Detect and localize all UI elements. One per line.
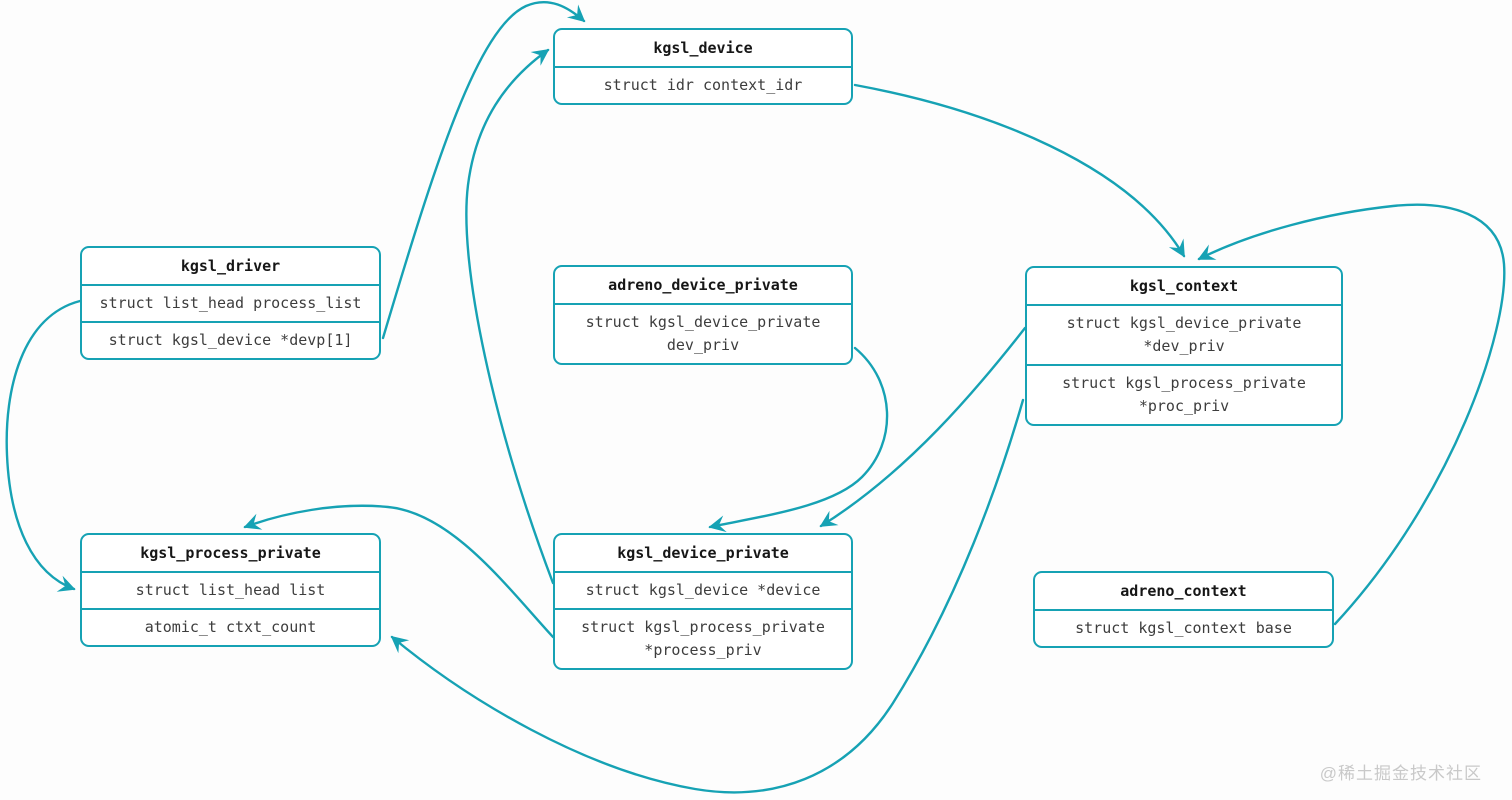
edge-kgsl-device-context-idr-to-kgsl-context [853,83,1186,258]
node-kgsl-driver-title: kgsl_driver [82,248,379,286]
node-kgsl-context-title: kgsl_context [1027,268,1341,306]
node-kgsl-device-private: kgsl_device_private struct kgsl_device *… [553,533,853,670]
edge-adreno-device-private-dev-priv-to-kgsl-device-private [708,346,889,533]
node-adreno-device-private-title: adreno_device_private [555,267,851,305]
node-kgsl-driver-field-devp: struct kgsl_device *devp[1] [108,331,353,349]
node-kgsl-device: kgsl_device struct idr context_idr [553,28,853,105]
edge-kgsl-device-private-device-to-kgsl-device [465,48,555,585]
node-kgsl-device-private-title: kgsl_device_private [555,535,851,573]
node-kgsl-context: kgsl_context struct kgsl_device_private … [1025,266,1343,426]
node-kgsl-device-private-field-process-priv: struct kgsl_process_private *process_pri… [581,618,825,659]
node-kgsl-context-field-proc-priv: struct kgsl_process_private *proc_priv [1062,374,1306,415]
node-adreno-context-title: adreno_context [1035,573,1332,611]
node-kgsl-device-field-context-idr: struct idr context_idr [603,76,803,94]
node-adreno-device-private: adreno_device_private struct kgsl_device… [553,265,853,365]
watermark: @稀土掘金技术社区 [1319,764,1482,783]
edge-kgsl-driver-process-list-to-kgsl-process-private [5,299,82,592]
node-kgsl-context-field-dev-priv: struct kgsl_device_private *dev_priv [1027,306,1341,366]
node-kgsl-driver: kgsl_driver struct list_head process_lis… [80,246,381,360]
node-kgsl-device-title: kgsl_device [555,30,851,68]
node-kgsl-process-private-field-ctxt-count: atomic_t ctxt_count [144,618,317,636]
node-kgsl-process-private: kgsl_process_private struct list_head li… [80,533,381,647]
node-kgsl-process-private-field-list: struct list_head list [82,573,379,610]
node-adreno-device-private-field-dev-priv: struct kgsl_device_private dev_priv [585,313,821,354]
node-adreno-context: adreno_context struct kgsl_context base [1033,571,1334,648]
node-kgsl-process-private-title: kgsl_process_private [82,535,379,573]
node-kgsl-driver-field-process-list: struct list_head process_list [82,286,379,323]
node-adreno-context-field-base: struct kgsl_context base [1075,619,1292,637]
node-kgsl-device-private-field-device: struct kgsl_device *device [555,573,851,610]
